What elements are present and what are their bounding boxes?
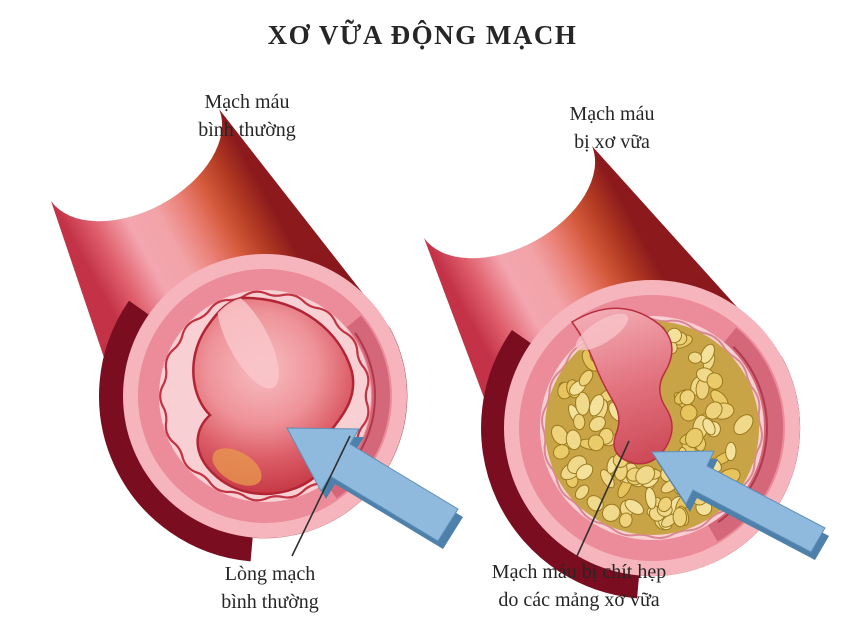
label-normal-lumen: Lòng mạch bình thường (221, 563, 319, 613)
label-pointer-line-left (291, 435, 351, 557)
label-narrowed-vessel: Mạch máu bị chít hẹp do các mảng xơ vữa (491, 561, 667, 611)
artery-intima-wavy-line (159, 290, 370, 502)
label-pointer-line-right (576, 440, 630, 557)
artery-near-wall-shadow (481, 329, 640, 599)
narrowed-lumen-channel (570, 307, 673, 465)
label-normal-vessel: Mạch máu bình thường (198, 91, 296, 141)
artery-intima-wavy-line (541, 317, 763, 539)
blood-flow-arrow-right-icon (651, 450, 829, 560)
artery-near-wall-shadow (99, 300, 254, 562)
channel-highlight (575, 313, 629, 351)
label-clogged-vessel: Mạch máu bị xơ vữa (569, 103, 655, 153)
diagram-title: XƠ VỮA ĐỘNG MẠCH (267, 20, 578, 50)
blood-flow-arrow-left-icon (286, 427, 463, 549)
lumen-highlights (212, 297, 279, 486)
